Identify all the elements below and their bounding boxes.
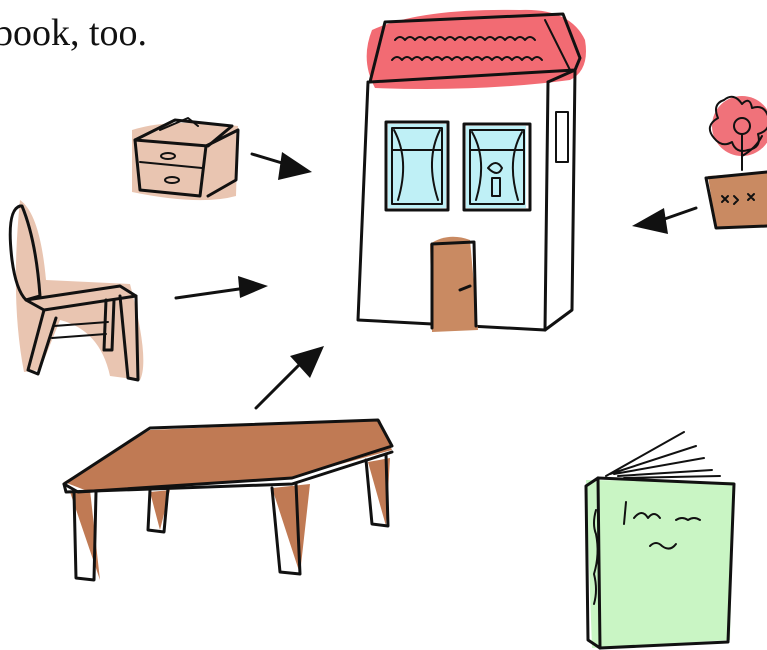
house-icon [356, 9, 586, 332]
table-icon [62, 418, 394, 582]
nightstand-icon [132, 117, 240, 201]
flower-pot-icon [704, 95, 767, 230]
book-icon [584, 431, 736, 650]
arrow-icon [174, 152, 698, 410]
chair-icon [8, 200, 144, 382]
caption-text: book, too. [0, 12, 148, 54]
